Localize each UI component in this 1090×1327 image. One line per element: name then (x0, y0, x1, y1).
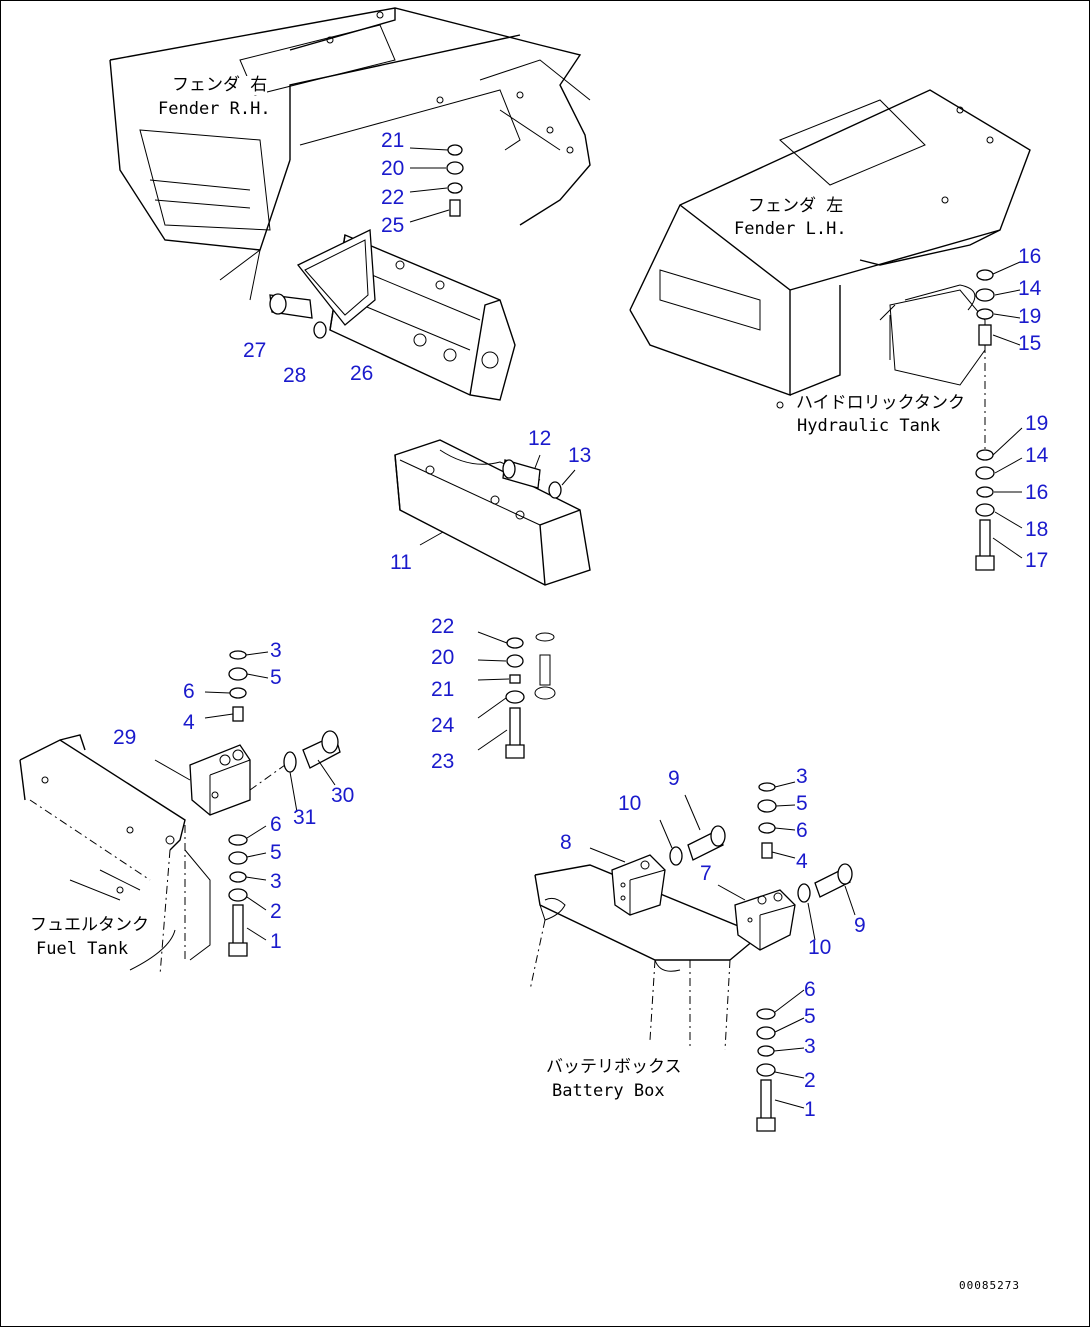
fuel-tank-jp-label: フュエルタンク (30, 915, 149, 935)
battery-box-jp-label: バッテリボックス (546, 1057, 682, 1077)
bracket-29 (154, 744, 286, 816)
callout-28: 28 (283, 364, 307, 387)
callout-10: 10 (618, 792, 642, 815)
callout-4: 4 (183, 711, 195, 734)
battery-box (529, 864, 762, 1051)
callout-21: 21 (431, 678, 455, 701)
callout-3: 3 (804, 1035, 816, 1058)
fuel-tank (19, 734, 211, 976)
callout-6: 6 (796, 819, 808, 842)
callout-15: 15 (1018, 332, 1042, 355)
callout-27: 27 (243, 339, 267, 362)
callout-9: 9 (668, 767, 680, 790)
callout-18: 18 (1025, 518, 1049, 541)
stack-left-upper (204, 650, 269, 722)
callout-2: 2 (270, 900, 282, 923)
stack-right-top (975, 261, 1021, 460)
fender-lh (629, 89, 1031, 409)
callout-31: 31 (293, 806, 317, 829)
callout-17: 17 (1025, 549, 1049, 572)
fender-rh-jp-label: フェンダ 右 (172, 75, 268, 95)
callout-10: 10 (808, 936, 832, 959)
callout-14: 14 (1018, 277, 1042, 300)
callout-4: 4 (796, 850, 808, 873)
fender-rh-en-label: Fender R.H. (158, 99, 271, 119)
bracket-8 (589, 847, 666, 916)
callout-16: 16 (1018, 245, 1042, 268)
callout-22: 22 (381, 186, 405, 209)
callout-3: 3 (796, 765, 808, 788)
callout-2: 2 (804, 1069, 816, 1092)
callout-6: 6 (183, 680, 195, 703)
stack-right-mid (757, 781, 796, 859)
callout-5: 5 (796, 792, 808, 815)
callout-16: 16 (1025, 481, 1049, 504)
callout-22: 22 (431, 615, 455, 638)
callout-5: 5 (804, 1005, 816, 1028)
callout-29: 29 (113, 726, 137, 749)
hydraulic-tank-en-label: Hydraulic Tank (797, 416, 941, 436)
callout-26: 26 (350, 362, 374, 385)
callout-3: 3 (270, 870, 282, 893)
callout-6: 6 (270, 813, 282, 836)
callout-19: 19 (1025, 412, 1049, 435)
fender-lh-en-label: Fender L.H. (734, 219, 847, 239)
bracket-11 (394, 439, 591, 586)
valve-block (269, 228, 516, 401)
callout-23: 23 (431, 750, 455, 773)
callout-7: 7 (700, 862, 712, 885)
callout-1: 1 (804, 1098, 816, 1121)
callout-9: 9 (854, 914, 866, 937)
callout-25: 25 (381, 214, 405, 237)
stack-top-center (409, 144, 464, 223)
callout-20: 20 (431, 646, 455, 669)
fuel-tank-en-label: Fuel Tank (36, 939, 129, 959)
stack-right-bottom (975, 427, 1023, 571)
hydraulic-tank-jp-label: ハイドロリックタンク (796, 393, 965, 413)
callout-24: 24 (431, 714, 455, 737)
callout-19: 19 (1018, 305, 1042, 328)
callout-20: 20 (381, 157, 405, 180)
callout-8: 8 (560, 831, 572, 854)
callout-11: 11 (390, 551, 412, 574)
callout-30: 30 (331, 784, 355, 807)
callout-21: 21 (381, 129, 405, 152)
callout-13: 13 (568, 444, 592, 467)
callout-1: 1 (270, 930, 282, 953)
stack-left-lower (228, 825, 267, 957)
stack-right-low (756, 989, 805, 1132)
fender-lh-jp-label: フェンダ 左 (748, 196, 844, 216)
bolt-9-10-upper (659, 794, 726, 866)
callout-5: 5 (270, 841, 282, 864)
bolt-9-10-lower (797, 863, 856, 941)
bracket-7 (717, 884, 796, 951)
bolt-30-31 (283, 730, 341, 813)
stack-center (477, 631, 556, 759)
callout-12: 12 (528, 427, 552, 450)
callout-14: 14 (1025, 444, 1049, 467)
callout-5: 5 (270, 666, 282, 689)
callout-3: 3 (270, 639, 282, 662)
battery-box-en-label: Battery Box (552, 1081, 665, 1101)
drawing-code: 00085273 (959, 1279, 1020, 1292)
callout-6: 6 (804, 978, 816, 1001)
